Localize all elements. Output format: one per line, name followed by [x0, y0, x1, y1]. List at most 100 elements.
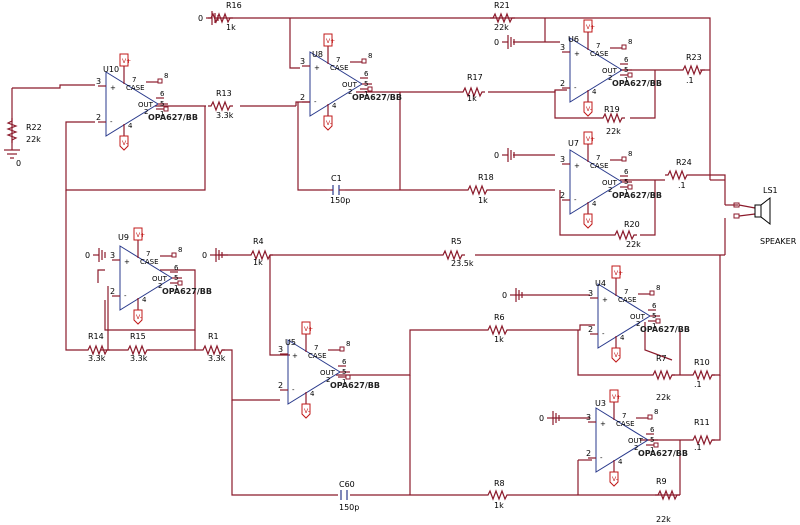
- u5-part: OPA627/BB: [330, 381, 380, 390]
- r7-value: 22k: [656, 393, 671, 402]
- u7-part: OPA627/BB: [612, 191, 662, 200]
- r22-ref: R22: [26, 123, 42, 132]
- u6-pin4: 4: [592, 88, 597, 96]
- u3-vplus: V+: [612, 394, 621, 401]
- r20-value: 22k: [626, 240, 641, 249]
- u10-minus-pin: 2: [96, 113, 101, 122]
- u8-minus-pin: 2: [300, 93, 305, 102]
- u10-pin5: 5: [160, 100, 164, 108]
- u8-pin2: 2: [348, 88, 352, 96]
- u6-plus-sign: +: [574, 50, 580, 58]
- u9-pin7: 7: [146, 250, 150, 258]
- u9-pin2: 2: [158, 282, 162, 290]
- u5-vplus: V+: [304, 326, 313, 333]
- u5-pin5: 5: [342, 368, 346, 376]
- u4-out-label: OUT: [630, 313, 646, 321]
- r11-value: .1: [694, 443, 702, 452]
- zero-node-label: 0: [502, 291, 507, 300]
- u4-minus-sign: -: [602, 330, 605, 338]
- u4-vminus: V-: [614, 352, 620, 359]
- r11-ref: R11: [694, 418, 710, 427]
- u4-pin5: 5: [652, 312, 656, 320]
- u3-vminus: V-: [612, 476, 618, 483]
- u3-part: OPA627/BB: [638, 449, 688, 458]
- u8-vminus: V-: [326, 120, 332, 127]
- u6-pin1: 1: [624, 76, 628, 84]
- c60-ref: C60: [339, 480, 355, 489]
- r13-value: 3.3k: [216, 111, 234, 120]
- u10-pin7: 7: [132, 76, 136, 84]
- u10-case-label: CASE: [126, 84, 145, 92]
- u6-minus-sign: -: [574, 84, 577, 92]
- zero-node-label: 0: [494, 151, 499, 160]
- u7-pin1: 1: [624, 188, 628, 196]
- u10-pin4: 4: [128, 122, 133, 130]
- resistors: R161kR2122kR133.3kR171kR1922kR23.1R181kR…: [6, 1, 715, 524]
- c1-ref: C1: [331, 174, 342, 183]
- r14-ref: R14: [88, 332, 104, 341]
- r5-value: 23.5k: [451, 259, 474, 268]
- u3-minus-pin: 2: [586, 449, 591, 458]
- u10-vplus: V+: [122, 58, 131, 65]
- u7-vplus: V+: [586, 136, 595, 143]
- u8-pin5: 5: [364, 80, 368, 88]
- u7-minus-pin: 2: [560, 191, 565, 200]
- u5-pin6: 6: [342, 358, 347, 366]
- u7-vminus: V-: [586, 218, 592, 225]
- r6-value: 1k: [494, 335, 504, 344]
- r8-ref: R8: [494, 479, 505, 488]
- u9-plus-sign: +: [124, 258, 130, 266]
- u5-ref: U5: [285, 338, 296, 347]
- r14-value: 3.3k: [88, 354, 106, 363]
- r21-ref: R21: [494, 1, 510, 10]
- u7-case-label: CASE: [590, 162, 609, 170]
- u5-pin7: 7: [314, 344, 318, 352]
- u7-pin7: 7: [596, 154, 600, 162]
- resistor-r1: R13.3k: [200, 332, 226, 363]
- u5-plus-pin: 3: [278, 345, 283, 354]
- r17-value: 1k: [467, 94, 477, 103]
- r10-value: .1: [694, 380, 702, 389]
- u5-case-label: CASE: [308, 352, 327, 360]
- speaker-label: SPEAKER: [760, 237, 797, 246]
- r16-value: 1k: [226, 23, 236, 32]
- u8-ref: U8: [312, 50, 323, 59]
- zero-node: 0: [202, 248, 223, 262]
- r8-value: 1k: [494, 501, 504, 510]
- speaker-ref: LS1: [763, 186, 778, 195]
- u10-plus-pin: 3: [96, 77, 101, 86]
- c1-value: 150p: [330, 196, 350, 205]
- u5-minus-pin: 2: [278, 381, 283, 390]
- u10-plus-sign: +: [110, 84, 116, 92]
- u7-pin2: 2: [608, 186, 612, 194]
- zero-node-label: 0: [494, 38, 499, 47]
- u5-pin1: 1: [342, 378, 346, 386]
- u9-pin1: 1: [174, 284, 178, 292]
- ground-r22: 0: [4, 149, 21, 168]
- u6-pin5: 5: [624, 66, 628, 74]
- r9-value: 22k: [656, 515, 671, 524]
- u7-plus-sign: +: [574, 162, 580, 170]
- u9-pin6: 6: [174, 264, 179, 272]
- u8-pin7: 7: [336, 56, 340, 64]
- u3-pin8: 8: [654, 408, 658, 416]
- u7-ref: U7: [568, 139, 579, 148]
- u5-vminus: V-: [304, 408, 310, 415]
- u9-minus-sign: -: [124, 292, 127, 300]
- u9-pin8: 8: [178, 246, 182, 254]
- u9-vplus: V+: [136, 232, 145, 239]
- u10-pin1: 1: [160, 110, 164, 118]
- u4-ref: U4: [595, 279, 606, 288]
- u9-case-label: CASE: [140, 258, 159, 266]
- u3-pin1: 1: [650, 446, 654, 454]
